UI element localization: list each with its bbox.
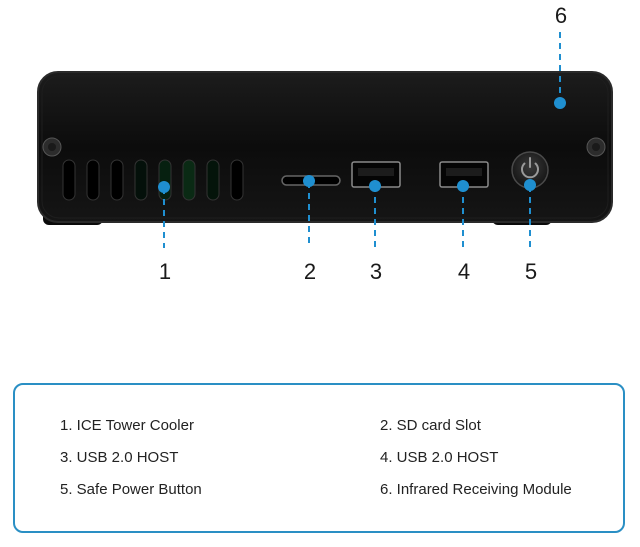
legend-item-3: 3. USB 2.0 HOST bbox=[60, 449, 179, 466]
callout-number-6: 6 bbox=[554, 3, 568, 28]
callout-number-3: 3 bbox=[369, 259, 383, 284]
callout-lines bbox=[163, 32, 561, 248]
ventilation-grille bbox=[62, 159, 244, 201]
callout-dot-4 bbox=[457, 180, 469, 192]
callout-dot-5 bbox=[524, 179, 536, 191]
screw-left-icon bbox=[42, 137, 62, 157]
device-body bbox=[37, 71, 613, 225]
callout-dot-2 bbox=[303, 175, 315, 187]
legend-item-4: 4. USB 2.0 HOST bbox=[380, 449, 499, 466]
legend-item-2: 2. SD card Slot bbox=[380, 417, 481, 434]
callout-dots bbox=[158, 175, 536, 193]
infrared-receiver bbox=[554, 97, 566, 109]
usb-port-right bbox=[439, 161, 489, 188]
legend-box: 1. ICE Tower Cooler 2. SD card Slot 3. U… bbox=[13, 383, 625, 533]
callout-number-2: 2 bbox=[303, 259, 317, 284]
legend-item-5: 5. Safe Power Button bbox=[60, 481, 202, 498]
callout-number-1: 1 bbox=[158, 259, 172, 284]
usb-port-left bbox=[351, 161, 401, 188]
callout-number-4: 4 bbox=[457, 259, 471, 284]
legend-item-1: 1. ICE Tower Cooler bbox=[60, 417, 194, 434]
power-icon bbox=[521, 157, 539, 179]
callout-number-5: 5 bbox=[524, 259, 538, 284]
callout-dot-3 bbox=[369, 180, 381, 192]
legend-item-6: 6. Infrared Receiving Module bbox=[380, 481, 572, 498]
screw-right-icon bbox=[586, 137, 606, 157]
callout-dot-1 bbox=[158, 181, 170, 193]
device-diagram bbox=[37, 32, 613, 248]
